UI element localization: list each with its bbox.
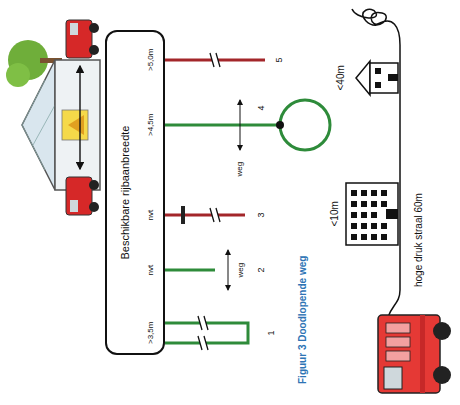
dimension-label: weg [237,263,246,278]
callout-number: 2 [257,267,267,272]
height-label: <10m [329,201,340,226]
callout-number: 4 [257,105,267,110]
jet-label: hoge druk straal 60m [413,193,424,287]
break-marks [198,52,220,350]
dimension-arrow [228,250,229,290]
building-low [356,61,398,95]
cross-bar [181,206,185,224]
building-high [346,183,398,245]
callout-number: 3 [257,212,267,217]
turn-option-2 [165,269,215,272]
hose-line [352,9,400,317]
fire-truck [378,315,451,393]
dimension-arrow [240,100,241,150]
band-label: Beschikbare rijbaanbreedte [119,126,131,260]
dimension-label: nvt [147,265,156,276]
dimension-label: >4,5m [147,114,156,136]
callout-number: 5 [275,57,285,62]
house-scene [6,20,100,215]
dimension-label: nvt [147,210,156,221]
road-band: Beschikbare rijbaanbreedte [105,30,165,355]
dimension-label: >3,5m [147,322,156,344]
callout-number: 1 [267,330,277,335]
turn-option-3 [165,214,245,217]
height-label: <40m [335,65,346,90]
dimension-label: >5,0m [147,49,156,71]
turn-option-4 [165,100,330,150]
dimension-label: weg [236,162,245,177]
figure-caption: Figuur 3 Doodlopende weg [297,256,308,384]
